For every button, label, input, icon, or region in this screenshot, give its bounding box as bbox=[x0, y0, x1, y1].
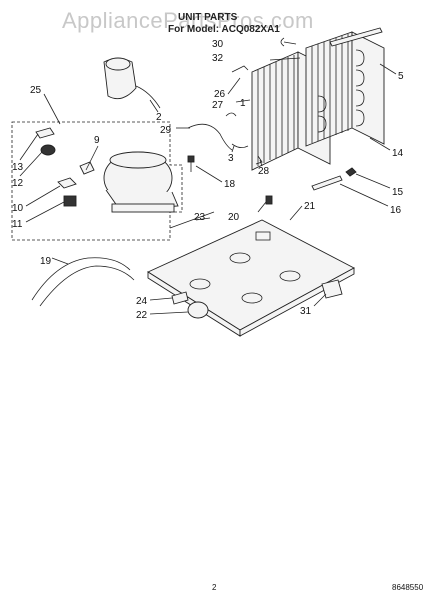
callout-31: 31 bbox=[300, 306, 312, 317]
callout-19: 19 bbox=[40, 256, 52, 267]
part-23 bbox=[169, 211, 215, 229]
callout-32: 32 bbox=[212, 53, 224, 64]
watermark: AppliancePartsPros.com bbox=[62, 8, 314, 33]
callout-20: 20 bbox=[228, 212, 240, 223]
callout-28: 28 bbox=[258, 166, 270, 177]
base-pan-part bbox=[147, 219, 355, 337]
part-15 bbox=[345, 167, 357, 177]
callout-11: 11 bbox=[12, 219, 23, 230]
diagram-title: UNIT PARTS bbox=[178, 12, 238, 23]
clip-30 bbox=[280, 37, 285, 47]
callout-23: 23 bbox=[194, 212, 206, 223]
compressor-group-outline bbox=[11, 121, 183, 241]
page-number: 2 bbox=[212, 583, 217, 592]
callout-9: 9 bbox=[94, 135, 100, 146]
tube-3 bbox=[231, 143, 249, 148]
callout-1: 1 bbox=[240, 98, 246, 109]
callout-25: 25 bbox=[30, 85, 42, 96]
part-13 bbox=[35, 127, 55, 139]
part-22 bbox=[187, 301, 209, 319]
compressor-part bbox=[103, 151, 179, 213]
callout-13: 13 bbox=[12, 162, 24, 173]
screw-18 bbox=[187, 155, 195, 172]
callout-30: 30 bbox=[212, 39, 224, 50]
tube-29 bbox=[187, 123, 233, 151]
top-strip-part bbox=[329, 27, 383, 47]
part-10 bbox=[57, 177, 77, 189]
callout-21: 21 bbox=[304, 201, 316, 212]
callout-27: 27 bbox=[212, 100, 224, 111]
clip-28 bbox=[255, 155, 263, 165]
callout-26: 26 bbox=[214, 89, 226, 100]
callout-22: 22 bbox=[136, 310, 148, 321]
part-24 bbox=[171, 291, 189, 305]
callout-18: 18 bbox=[224, 179, 236, 190]
clip-26 bbox=[231, 65, 249, 73]
part-20 bbox=[265, 195, 273, 205]
wire-harness-19b bbox=[39, 265, 135, 307]
callout-2: 2 bbox=[156, 112, 162, 123]
leader-lines bbox=[19, 41, 397, 315]
diagram-subtitle: For Model: ACQ082XA1 bbox=[168, 24, 280, 35]
part-12 bbox=[40, 144, 56, 156]
part-11 bbox=[63, 195, 77, 207]
clip-27 bbox=[225, 112, 237, 117]
callout-16: 16 bbox=[390, 205, 402, 216]
shroud-duct-part bbox=[103, 57, 161, 109]
part-16 bbox=[311, 175, 343, 191]
callout-5: 5 bbox=[398, 71, 404, 82]
part-31 bbox=[321, 279, 343, 299]
callout-24: 24 bbox=[136, 296, 148, 307]
callout-14: 14 bbox=[392, 148, 404, 159]
wire-harness-19 bbox=[31, 257, 131, 301]
callout-15: 15 bbox=[392, 187, 404, 198]
callout-10: 10 bbox=[12, 203, 24, 214]
condenser-coil-part bbox=[305, 31, 385, 147]
callout-12: 12 bbox=[12, 178, 24, 189]
diagram-code: 8648550 bbox=[392, 583, 424, 592]
callout-29: 29 bbox=[160, 125, 172, 136]
callout-3: 3 bbox=[228, 153, 234, 164]
